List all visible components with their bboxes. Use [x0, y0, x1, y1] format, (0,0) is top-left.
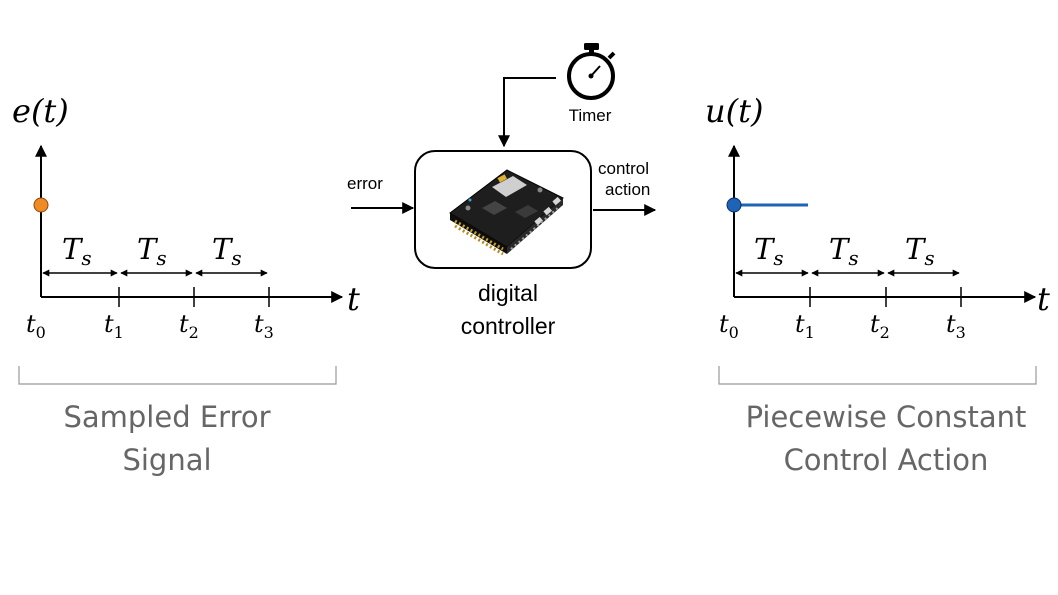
right-interval-label-3: Ts	[905, 232, 935, 270]
output-label-line-1: control	[598, 159, 649, 178]
left-caption-bracket	[18, 366, 337, 385]
input-label-error: error	[347, 174, 383, 193]
stopwatch-icon	[567, 43, 616, 100]
left-y-axis-label: e(t)	[12, 92, 69, 130]
right-caption-line-2: Control Action	[784, 443, 989, 477]
controller-title-line-2: controller	[461, 313, 556, 339]
control-sample-point	[726, 197, 742, 213]
right-tick-label-t3: t3	[946, 310, 966, 342]
left-tick-label-t1: t1	[104, 310, 124, 342]
left-interval-label-1: Ts	[62, 232, 92, 270]
right-caption-line-1: Piecewise Constant	[746, 400, 1027, 434]
right-interval-label-1: Ts	[754, 232, 784, 270]
right-caption-bracket	[718, 366, 1037, 385]
timer-label: Timer	[569, 106, 612, 125]
right-x-axis-label: t	[1037, 280, 1050, 318]
controller-title-line-1: digital	[478, 280, 538, 306]
left-interval-label-3: Ts	[212, 232, 242, 270]
left-plot: e(t) t t0 t1 t2 t3 Ts Ts Ts Sampled Erro…	[12, 92, 360, 477]
left-interval-label-2: Ts	[137, 232, 167, 270]
left-caption-line-2: Signal	[122, 443, 211, 477]
right-interval-label-2: Ts	[829, 232, 859, 270]
left-tick-label-t2: t2	[179, 310, 199, 342]
left-tick-label-t0: t0	[26, 310, 46, 342]
controller-block: error control action digital controlle	[347, 43, 657, 339]
right-tick-label-t1: t1	[795, 310, 815, 342]
left-tick-label-t3: t3	[254, 310, 274, 342]
left-x-axis-label: t	[347, 280, 360, 318]
output-label-line-2: action	[605, 180, 650, 199]
error-sample-point	[33, 197, 49, 213]
right-tick-label-t0: t0	[719, 310, 739, 342]
right-tick-label-t2: t2	[870, 310, 890, 342]
circuit-board-icon	[449, 169, 564, 256]
timer-arrow	[498, 77, 556, 148]
right-plot: u(t) t t0 t1 t2 t3 Ts Ts Ts Piecewise Co…	[705, 92, 1050, 477]
right-y-axis-label: u(t)	[705, 92, 763, 130]
left-caption-line-1: Sampled Error	[63, 400, 270, 434]
